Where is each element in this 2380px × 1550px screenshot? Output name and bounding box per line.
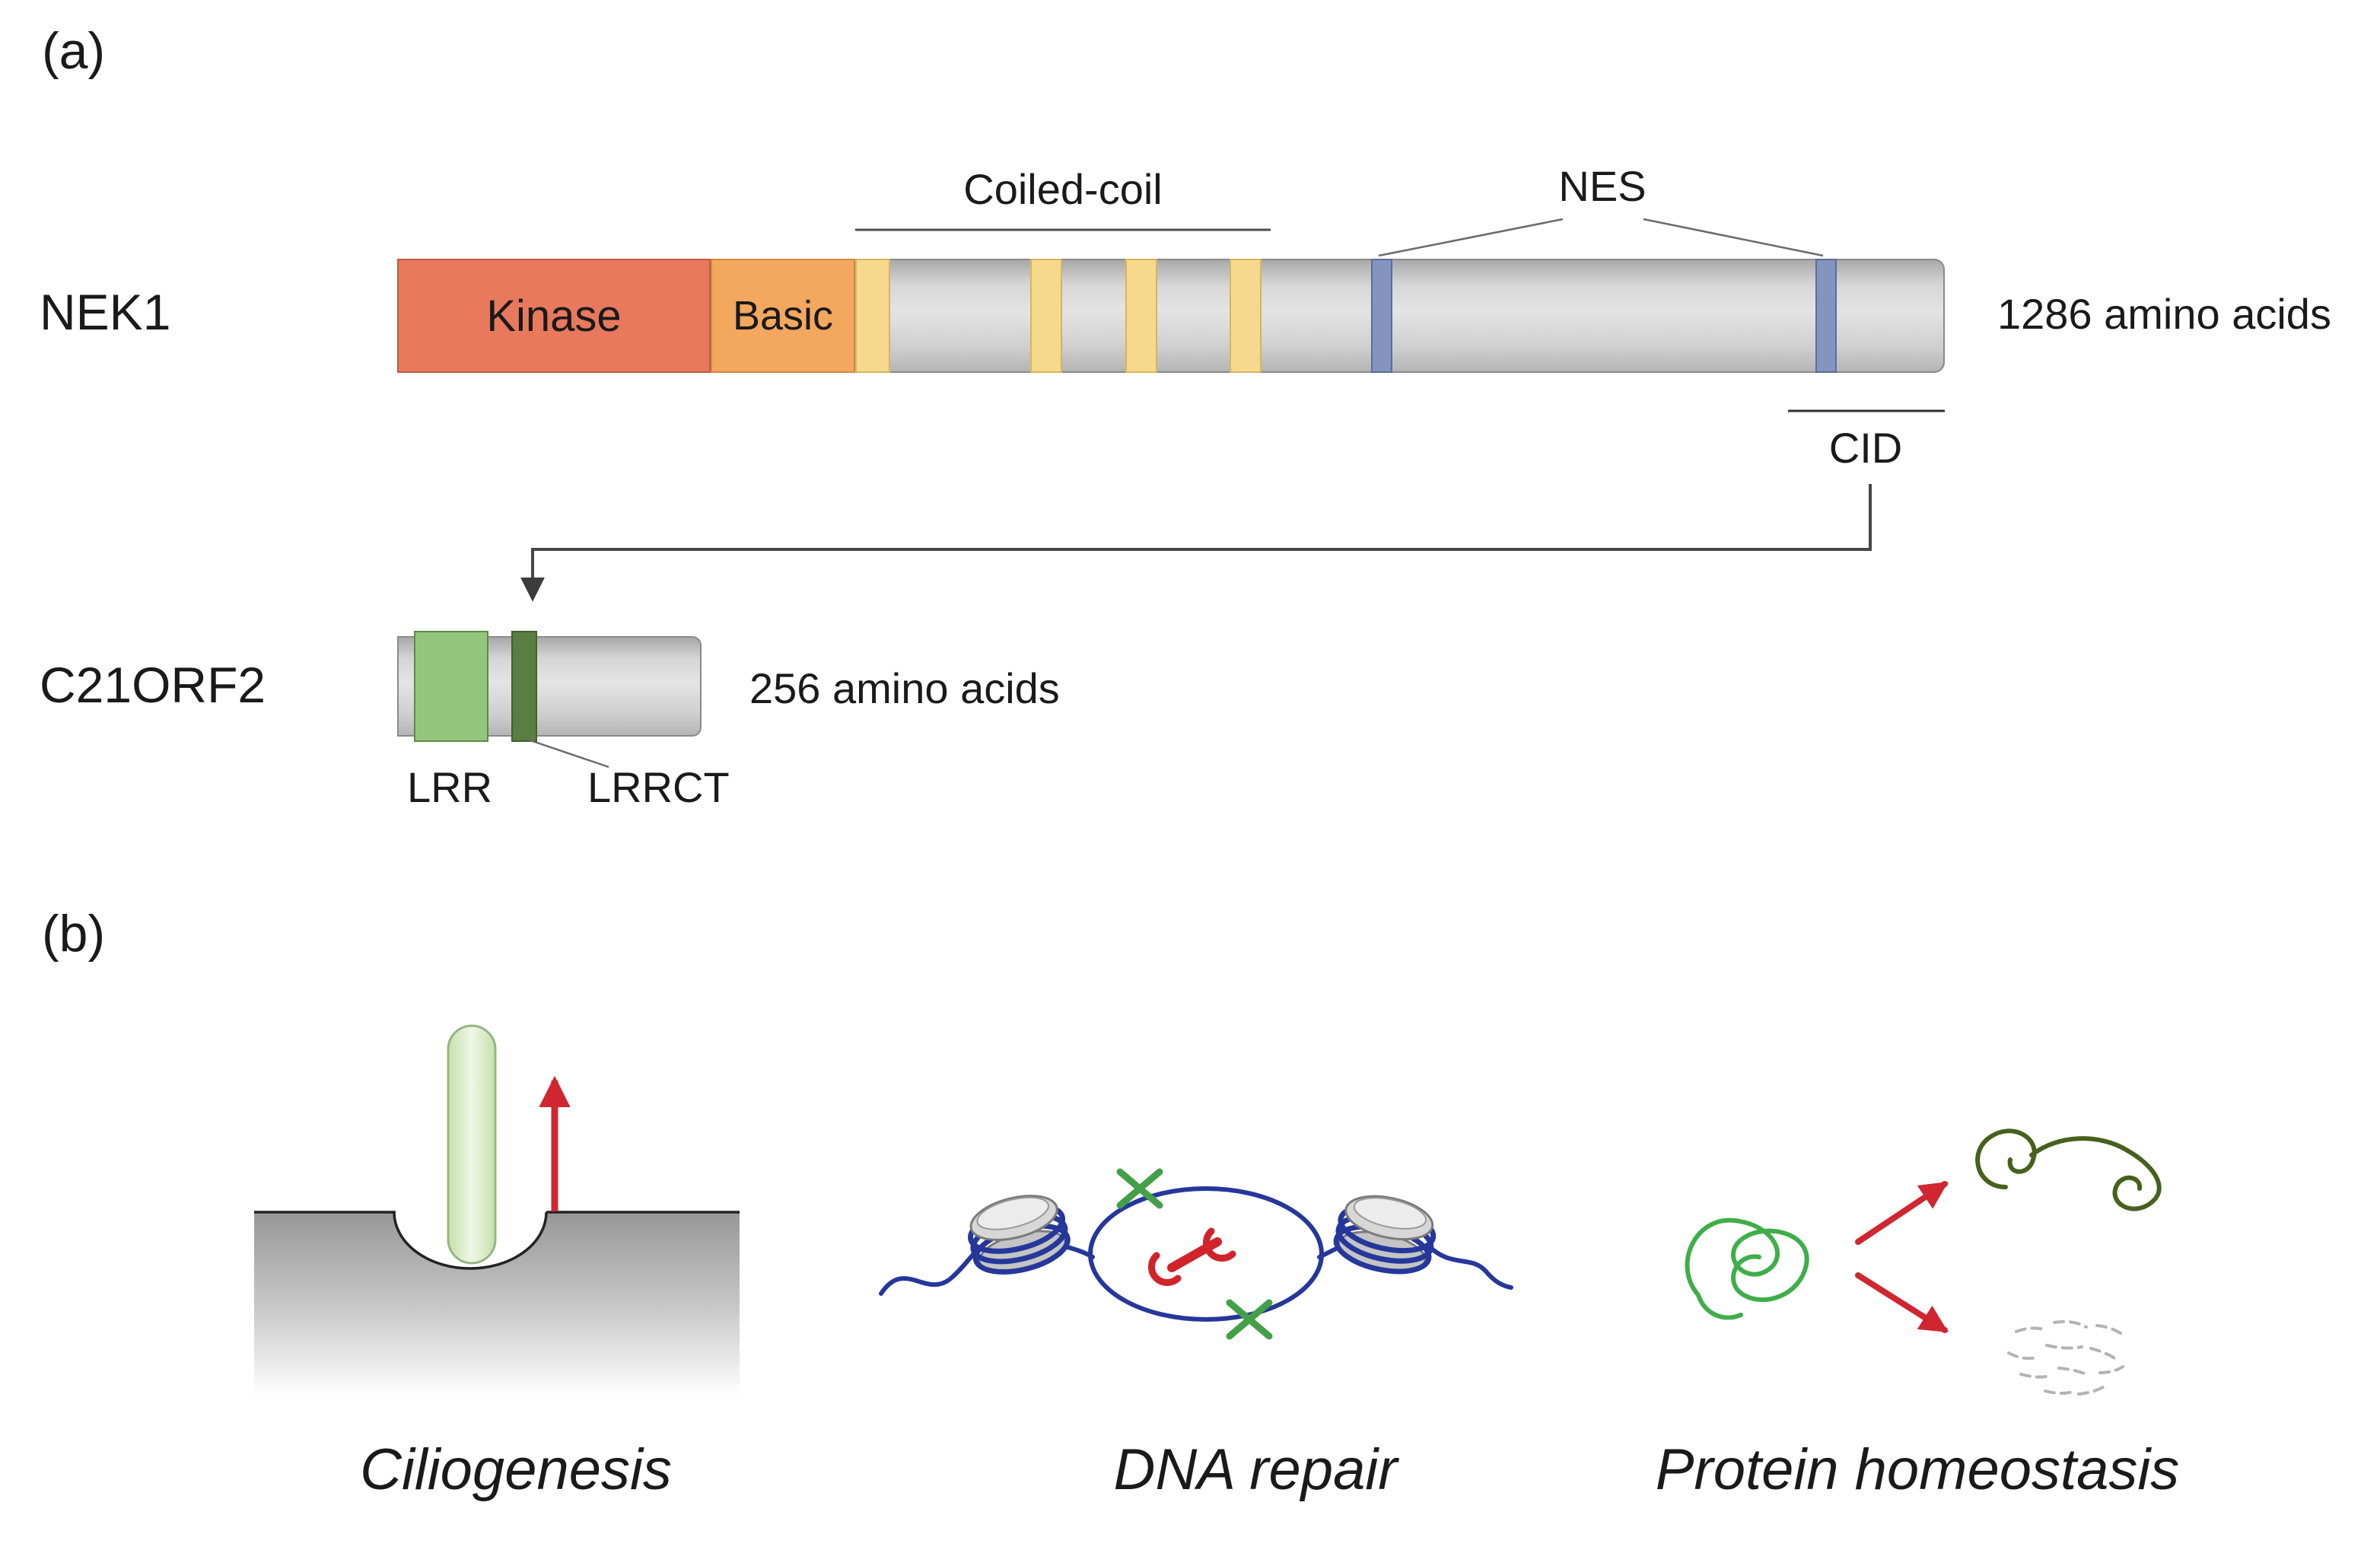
- nek1-name: NEK1: [40, 284, 171, 340]
- lrrct-label: LRRCT: [587, 763, 730, 811]
- nek1-length-label: 1286 amino acids: [1997, 290, 2331, 338]
- nes-pointer-lines: [1378, 218, 1824, 257]
- folded-protein: [1975, 1128, 2162, 1211]
- lrr-domain: [414, 631, 488, 742]
- lrr-label: LRR: [407, 763, 493, 811]
- damage-mark-bottom: [1226, 1299, 1273, 1340]
- protein-homeostasis-label: Protein homeostasis: [1655, 1437, 2180, 1502]
- protein-homeostasis-illustration: [1685, 1128, 2162, 1396]
- nes-stripe-2: [1815, 259, 1837, 373]
- dna-strand-right: [1425, 1243, 1513, 1290]
- cid-to-c21orf2-arrow: [520, 484, 1872, 602]
- nucleosome-right: [1333, 1195, 1437, 1275]
- coiled-coil-stripe-1: [855, 259, 890, 373]
- cid-label: CID: [1828, 424, 1903, 472]
- c21orf2-name: C21ORF2: [40, 657, 266, 713]
- coiled-coil-stripe-2: [1030, 259, 1062, 373]
- ciliogenesis-label: Ciliogenesis: [360, 1437, 672, 1502]
- basic-domain: Basic: [711, 259, 855, 373]
- panel-a-label: (a): [42, 22, 106, 80]
- c21orf2-length-label: 256 amino acids: [749, 664, 1060, 712]
- lrrct-domain: [511, 631, 537, 742]
- kinase-domain-label: Kinase: [486, 291, 622, 341]
- nek1-protein-bar: Kinase Basic: [397, 259, 1945, 373]
- cilium: [447, 1024, 497, 1265]
- ciliary-pocket: [393, 1211, 548, 1270]
- cell-body: [254, 1212, 740, 1396]
- dna-repair-illustration: [879, 1168, 1513, 1340]
- nes-label: NES: [1558, 162, 1647, 210]
- coiled-coil-stripe-3: [1125, 259, 1157, 373]
- dna-repair-label: DNA repair: [1113, 1437, 1398, 1502]
- c21orf2-protein-bar: [397, 631, 702, 742]
- degrade-arrow: [1855, 1272, 1949, 1333]
- damage-mark-top: [1116, 1168, 1163, 1209]
- nes-stripe-1: [1371, 259, 1392, 373]
- panel-b-label: (b): [42, 905, 106, 963]
- coiled-coil-stripe-4: [1230, 259, 1262, 373]
- repair-bubble: [1088, 1186, 1324, 1322]
- nucleosome-left: [968, 1195, 1071, 1275]
- dna-strand-left: [879, 1246, 984, 1296]
- basic-domain-label: Basic: [732, 293, 834, 339]
- kinase-domain: Kinase: [397, 259, 711, 373]
- degraded-protein: [2007, 1319, 2124, 1396]
- ciliogenesis-illustration: [254, 1024, 740, 1396]
- fold-arrow: [1855, 1181, 1949, 1245]
- coiled-coil-label: Coiled-coil: [963, 165, 1163, 213]
- wrench-icon: [1148, 1227, 1236, 1286]
- misfolded-protein: [1685, 1217, 1809, 1320]
